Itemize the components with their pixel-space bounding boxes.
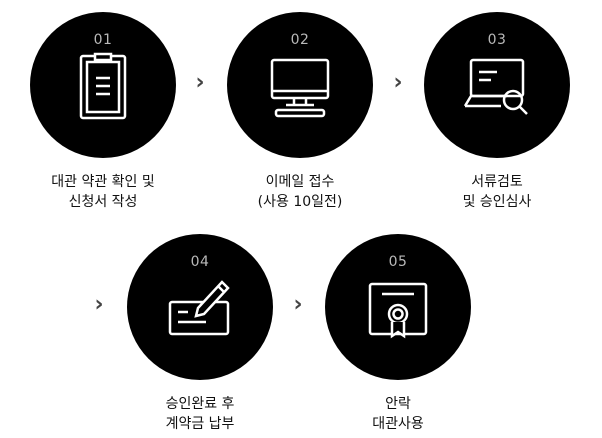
arrow-right-icon: › bbox=[393, 70, 403, 95]
arrow-right-icon: › bbox=[195, 70, 205, 95]
step-label: 이메일 접수 (사용 10일전) bbox=[225, 172, 375, 212]
step-label-line2: 신청서 작성 bbox=[68, 194, 138, 210]
step-label-line2: 및 승인심사 bbox=[462, 194, 532, 210]
step-label-line1: 대관 약관 확인 및 bbox=[51, 174, 155, 190]
step-label-line1: 서류검토 bbox=[471, 174, 523, 190]
step-label: 대관 약관 확인 및 신청서 작성 bbox=[28, 172, 178, 212]
step-number: 01 bbox=[93, 32, 113, 48]
computer-monitor-icon bbox=[270, 58, 330, 118]
certificate-icon bbox=[368, 282, 428, 339]
step-label: 승인완료 후 계약금 납부 bbox=[125, 394, 275, 434]
step-label-line1: 이메일 접수 bbox=[265, 174, 335, 190]
step-circle: 05 bbox=[325, 234, 471, 380]
step-circle: 01 bbox=[30, 12, 176, 158]
check-pen-icon bbox=[168, 280, 230, 336]
step-02: 02 이메일 접수 (사용 10일전) bbox=[225, 12, 375, 212]
laptop-magnifier-icon bbox=[463, 58, 528, 115]
step-label-line2: 계약금 납부 bbox=[165, 416, 235, 432]
clipboard-icon bbox=[79, 52, 127, 120]
step-label-line1: 승인완료 후 bbox=[165, 396, 235, 412]
step-04: 04 승인완료 후 계약금 납부 bbox=[125, 234, 275, 434]
step-label: 서류검토 및 승인심사 bbox=[422, 172, 572, 212]
step-number: 03 bbox=[487, 32, 507, 48]
step-number: 05 bbox=[388, 254, 408, 270]
step-circle: 04 bbox=[127, 234, 273, 380]
step-label-line1: 안락 bbox=[385, 396, 411, 412]
arrow-right-icon: › bbox=[293, 292, 303, 317]
step-circle: 03 bbox=[424, 12, 570, 158]
step-label-line2: (사용 10일전) bbox=[257, 194, 343, 210]
step-01: 01 대관 약관 확인 및 신청서 작성 bbox=[28, 12, 178, 212]
step-label-line2: 대관사용 bbox=[372, 416, 424, 432]
step-03: 03 서류검토 및 승인심사 bbox=[422, 12, 572, 212]
step-circle: 02 bbox=[227, 12, 373, 158]
step-number: 04 bbox=[190, 254, 210, 270]
step-05: 05 안락 대관사용 bbox=[323, 234, 473, 434]
arrow-right-icon: › bbox=[94, 292, 104, 317]
step-number: 02 bbox=[290, 32, 310, 48]
step-label: 안락 대관사용 bbox=[323, 394, 473, 434]
